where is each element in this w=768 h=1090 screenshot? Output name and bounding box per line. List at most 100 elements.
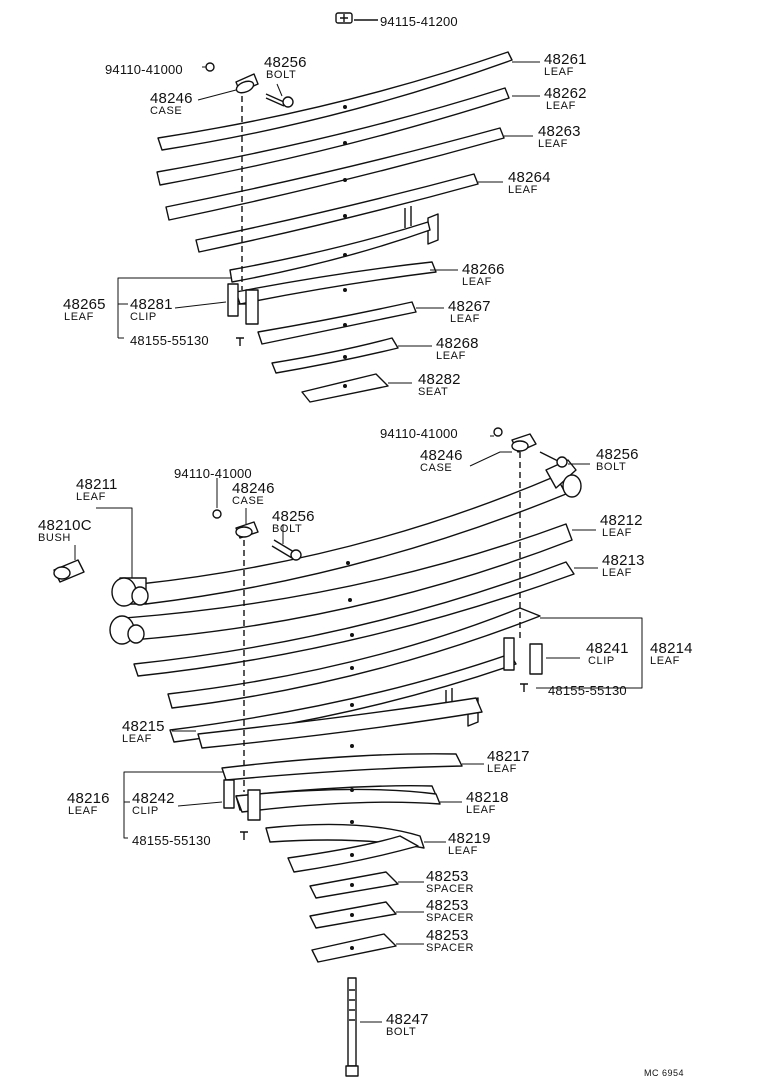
label-bolt-top: 94115-41200 — [380, 14, 458, 29]
case-48246-top — [235, 73, 259, 94]
label-leaf7-bottom-name: LEAF — [487, 763, 517, 775]
label-leaf5-number: 48266 — [462, 261, 505, 278]
center-bolt-48247 — [345, 977, 359, 1077]
label-rivet-right: 48155-55130 — [548, 683, 627, 698]
label-leaf7-bottom-number: 48217 — [487, 748, 530, 765]
label-case-top-name: CASE — [150, 105, 183, 117]
label-case-left-name: CASE — [232, 495, 265, 507]
right-eye — [545, 459, 582, 498]
label-leaf3-bottom-name: LEAF — [602, 567, 632, 579]
label-leaf5-bottom-number: 48215 — [122, 718, 165, 735]
label-clip-number: 48281 — [130, 296, 173, 313]
leaf-48218 — [235, 788, 441, 813]
label-bush-name: BUSH — [38, 532, 71, 544]
label-center-bolt-number: 48247 — [386, 1011, 429, 1028]
label-bush-number: 48210C — [38, 517, 92, 534]
label-leaf4-number: 48264 — [508, 169, 551, 186]
label-bolt-right-number: 48256 — [596, 446, 639, 463]
label-main-leaf-name: LEAF — [76, 491, 106, 503]
label-leaf2-bottom-name: LEAF — [602, 527, 632, 539]
label-clip-left-number: 48242 — [132, 790, 175, 807]
leaf-48217 — [221, 753, 463, 781]
label-case-right-number: 48246 — [420, 447, 463, 464]
label-bolt-right-name: BOLT — [596, 461, 627, 473]
label-leaf1-name: LEAF — [544, 66, 574, 78]
label-bolt1-name: BOLT — [266, 69, 297, 81]
left-eye — [111, 577, 149, 607]
rivet-top — [236, 337, 244, 346]
case-48246-right — [511, 433, 537, 453]
label-leaf7-number: 48268 — [436, 335, 479, 352]
label-leaf-group-right-number: 48214 — [650, 640, 693, 657]
label-rivet-top: 48155-55130 — [130, 333, 209, 348]
leaf-48213 — [133, 561, 575, 677]
leaf-48267 — [257, 301, 417, 345]
case-48246-left — [235, 521, 259, 539]
label-leaf2-name: LEAF — [546, 100, 576, 112]
label-leaf3-number: 48263 — [538, 123, 581, 140]
label-nut-left: 94110-41000 — [174, 466, 252, 481]
label-clip-name: CLIP — [130, 311, 157, 323]
label-leaf5-bottom-name: LEAF — [122, 733, 152, 745]
label-case-top-number: 48246 — [150, 90, 193, 107]
label-leaf2-bottom-number: 48212 — [600, 512, 643, 529]
label-leaf5-name: LEAF — [462, 276, 492, 288]
label-leaf8-name: LEAF — [466, 804, 496, 816]
label-leaf8-number: 48218 — [466, 789, 509, 806]
clip-48281 — [227, 283, 259, 325]
figure-code: MC 6954 — [644, 1068, 685, 1078]
label-leaf6-number: 48267 — [448, 298, 491, 315]
label-spacer3-name: SPACER — [426, 942, 475, 954]
label-leaf-group-left-name: LEAF — [68, 805, 98, 817]
label-center-bolt-name: BOLT — [386, 1026, 417, 1038]
top-leaders — [117, 61, 540, 384]
label-rivet-left: 48155-55130 — [132, 833, 211, 848]
leaf-48266 — [229, 221, 431, 283]
label-leaf7-name: LEAF — [436, 350, 466, 362]
bush-48210C — [53, 559, 85, 583]
bolt-48256-top — [265, 93, 294, 108]
leaf-48263 — [165, 127, 505, 221]
leaf-48262 — [156, 87, 510, 186]
label-main-leaf-number: 48211 — [76, 476, 118, 493]
nut-right — [493, 427, 503, 437]
label-leaf3-bottom-number: 48213 — [602, 552, 645, 569]
label-spacer2-name: SPACER — [426, 912, 475, 924]
bolt-top-symbol — [335, 12, 378, 24]
leaf-48212 — [123, 523, 573, 641]
nut-left — [212, 509, 222, 519]
leaf-48268 — [271, 337, 399, 374]
label-leaf-group-left-number: 48216 — [67, 790, 110, 807]
label-nut-right: 94110-41000 — [380, 426, 458, 441]
clip-48241 — [503, 637, 543, 675]
label-spacer1-name: SPACER — [426, 883, 475, 895]
label-leaf-group-right-name: LEAF — [650, 655, 680, 667]
leaf-48214 — [167, 607, 541, 709]
label-nut-top: 94110-41000 — [105, 62, 183, 77]
top-bolt-holes — [343, 105, 347, 388]
bottom-bolt-holes — [346, 561, 354, 950]
label-leaf9-name: LEAF — [448, 845, 478, 857]
label-leaf6-name: LEAF — [450, 313, 480, 325]
label-case-left-number: 48246 — [232, 480, 275, 497]
label-seat-number: 48282 — [418, 371, 461, 388]
label-leaf-group-name: LEAF — [64, 311, 94, 323]
label-leaf3-name: LEAF — [538, 138, 568, 150]
label-leaf4-name: LEAF — [508, 184, 538, 196]
label-bolt-left-name: BOLT — [272, 523, 303, 535]
clip-48242 — [223, 779, 261, 821]
label-clip-left-name: CLIP — [132, 805, 159, 817]
label-bolt-left-number: 48256 — [272, 508, 315, 525]
leaf-48265-a — [235, 261, 437, 305]
rivet-right — [520, 683, 528, 692]
label-leaf-group-number: 48265 — [63, 296, 106, 313]
label-case-right-name: CASE — [420, 462, 453, 474]
label-spacer1-number: 48253 — [426, 868, 469, 885]
label-clip-right-number: 48241 — [586, 640, 629, 657]
bolt-48256-right — [539, 451, 568, 468]
leaf-48261 — [157, 51, 513, 151]
label-leaf9-number: 48219 — [448, 830, 491, 847]
leaf-48215 — [197, 697, 483, 749]
